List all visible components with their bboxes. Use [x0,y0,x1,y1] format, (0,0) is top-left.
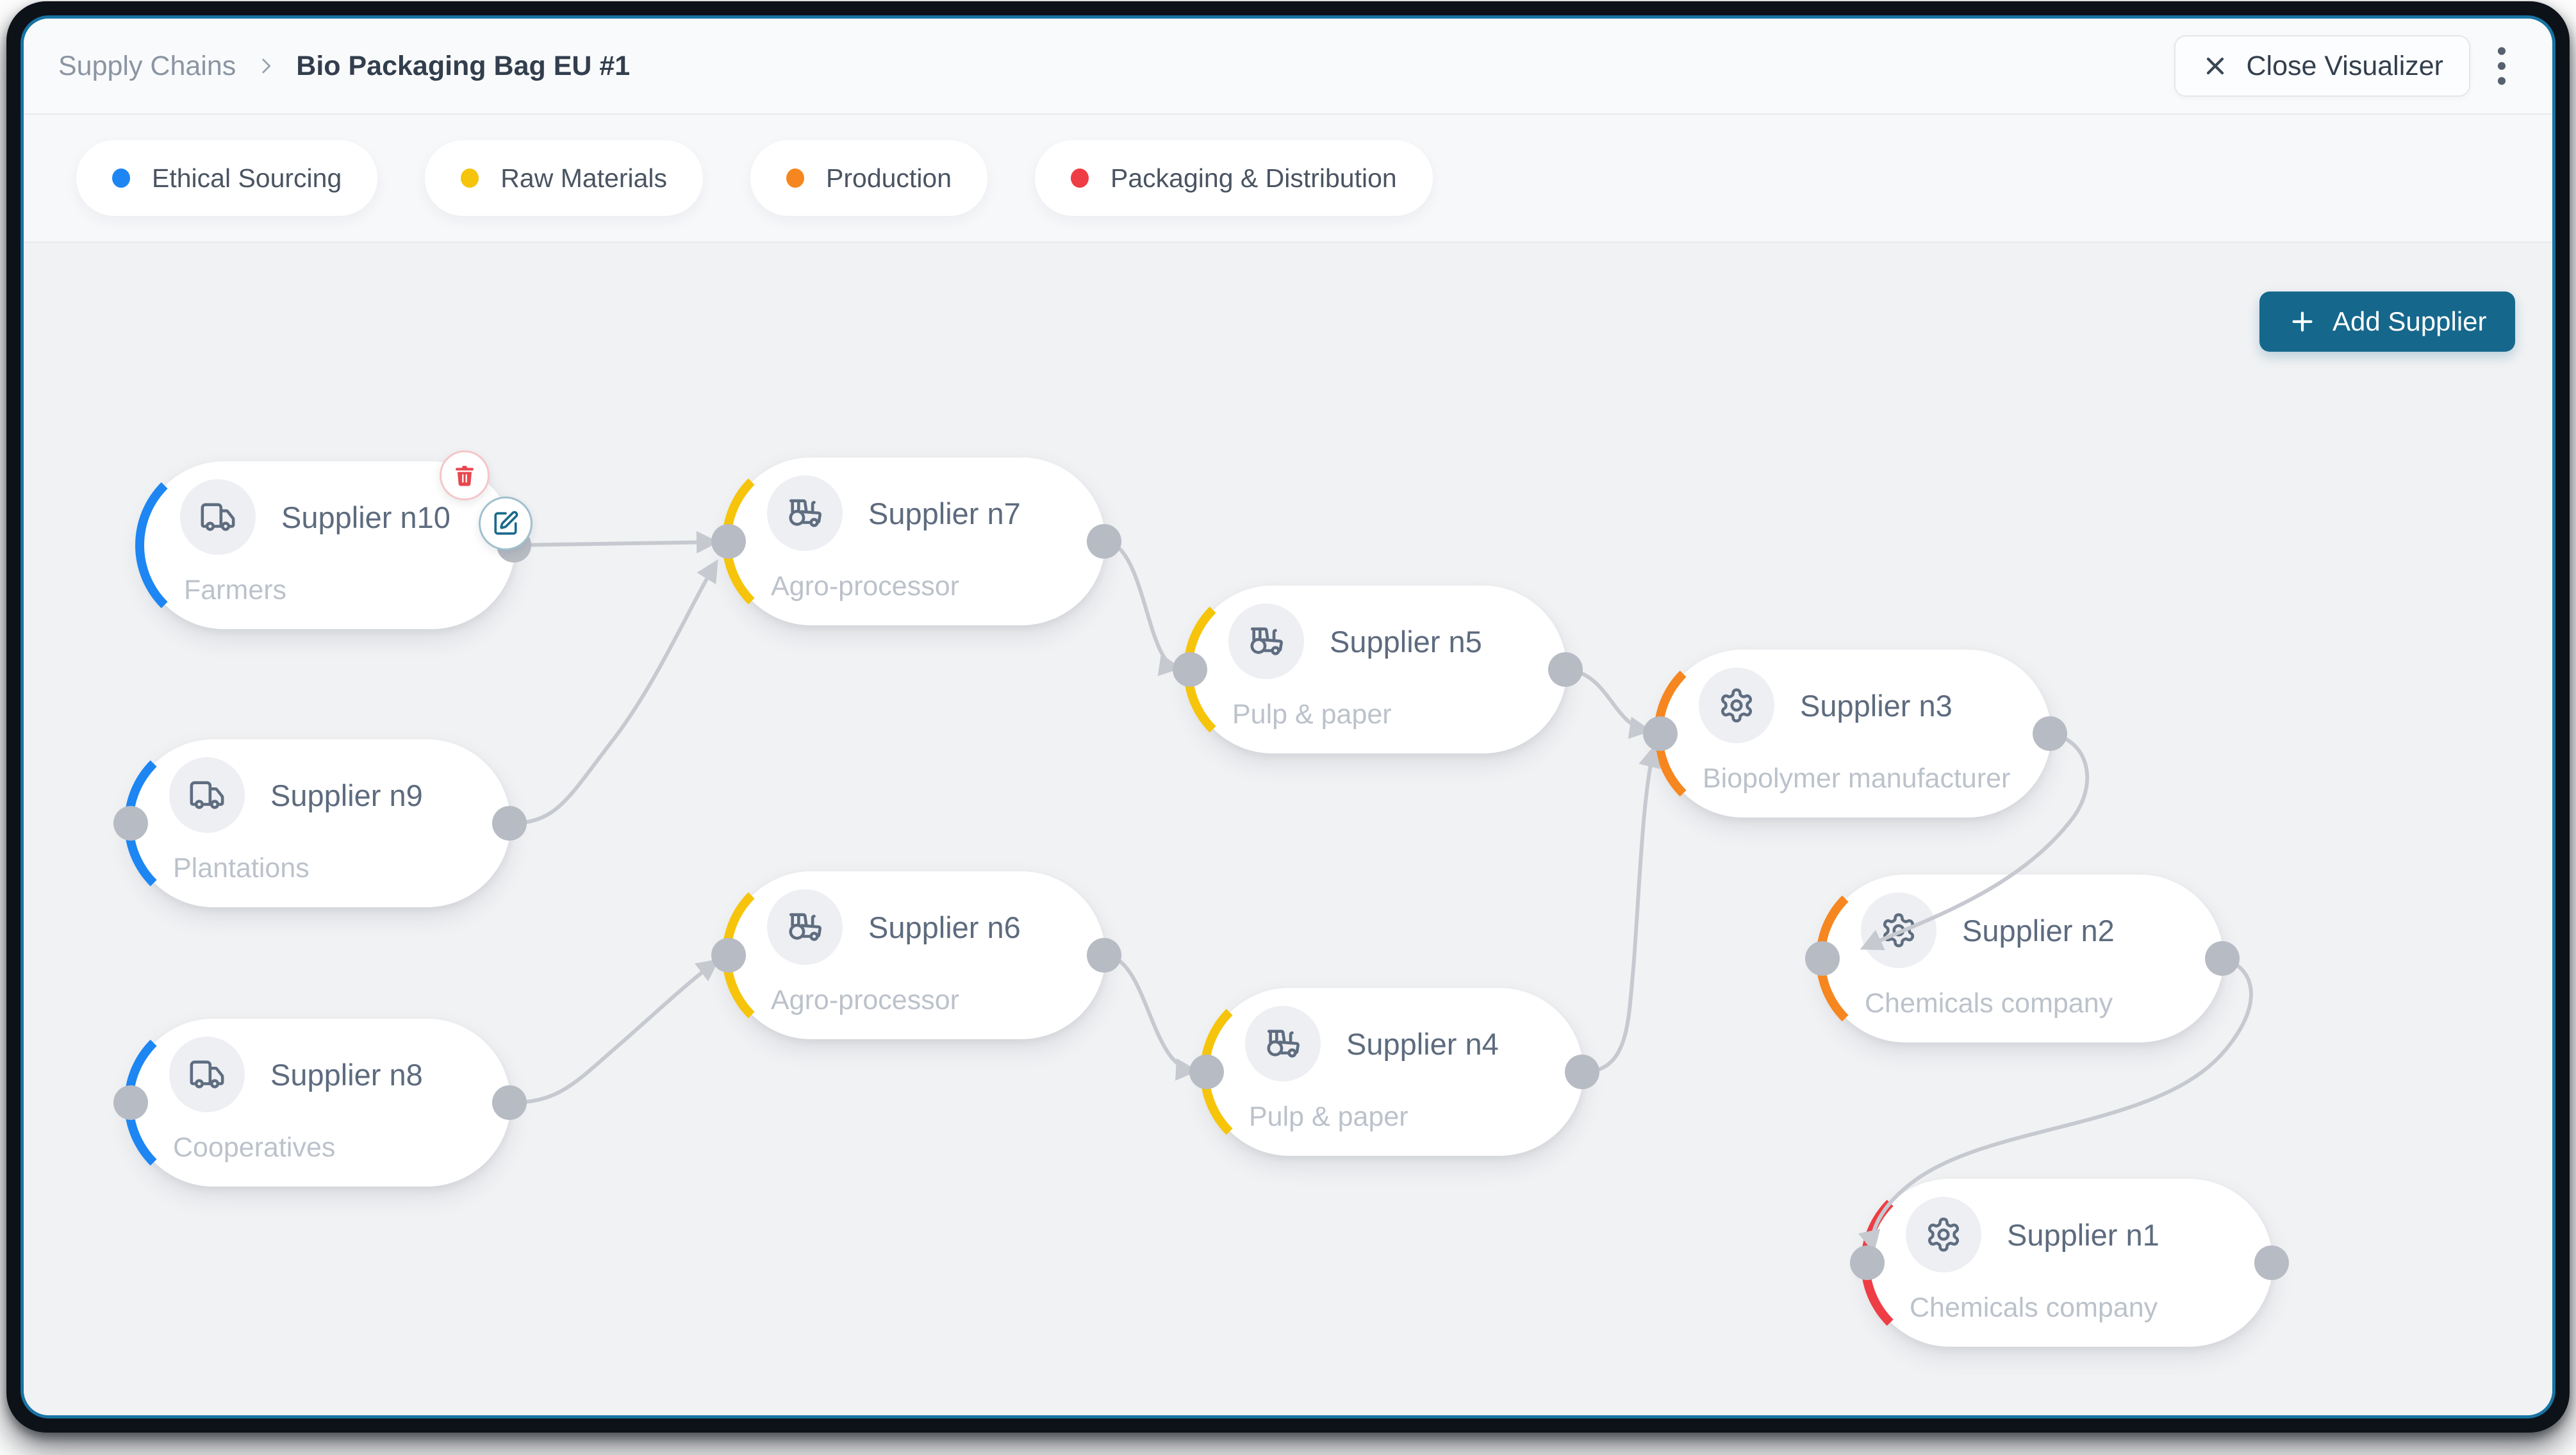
supplier-type: Pulp & paper [1249,1101,1408,1132]
supplier-type: Pulp & paper [1232,699,1392,730]
edge-n10-to-n7 [513,530,719,554]
delete-supplier-button[interactable] [440,450,490,500]
close-icon [2201,52,2229,80]
supplier-name: Supplier n1 [2007,1217,2159,1252]
add-supplier-button[interactable]: Add Supplier [2259,292,2515,352]
port-right-n7[interactable] [1087,524,1121,559]
supplier-node-n7[interactable]: Supplier n7 Agro-processor [722,452,1105,630]
plus-icon [2288,307,2317,336]
supplier-node-n2[interactable]: Supplier n2 Chemicals company [1816,869,2224,1048]
truck-icon [169,757,245,833]
visualizer-panel: Supply Chains Bio Packaging Bag EU #1 Cl… [21,15,2555,1418]
port-left-n3[interactable] [1643,716,1678,751]
legend-dot-raw-materials [461,169,479,188]
supplier-name: Supplier n10 [281,500,450,534]
port-right-n8[interactable] [492,1085,527,1120]
breadcrumb-current-page: Bio Packaging Bag EU #1 [296,50,631,81]
category-legend: Ethical Sourcing Raw Materials Productio… [24,115,2552,243]
edge-n8-to-n6 [509,958,720,1105]
legend-chip-raw-materials: Raw Materials [425,140,704,216]
truck-icon [169,1037,245,1112]
tractor-icon [767,889,843,965]
supplier-node-n3[interactable]: Supplier n3 Biopolymer manufacturer [1654,645,2051,823]
more-options-menu[interactable] [2479,35,2524,97]
supplier-name: Supplier n2 [1962,913,2115,948]
chevron-right-icon [255,55,277,77]
supplier-name: Supplier n3 [1800,688,1953,723]
port-right-n3[interactable] [2033,716,2067,751]
supplier-node-n9[interactable]: Supplier n9 Plantations [124,734,511,912]
header: Supply Chains Bio Packaging Bag EU #1 Cl… [24,19,2552,115]
supplier-type: Farmers [184,575,287,605]
supplier-type: Cooperatives [173,1132,336,1163]
supplier-node-n5[interactable]: Supplier n5 Pulp & paper [1184,580,1567,759]
legend-chip-ethical-sourcing: Ethical Sourcing [76,140,378,216]
tractor-icon [1245,1006,1321,1081]
port-left-n9[interactable] [113,806,148,841]
supplier-node-n6[interactable]: Supplier n6 Agro-processor [722,866,1105,1044]
supplier-node-n8[interactable]: Supplier n8 Cooperatives [124,1014,511,1192]
supplier-name: Supplier n5 [1330,624,1482,659]
supplier-name: Supplier n8 [270,1057,423,1092]
trash-icon [452,463,477,488]
port-left-n5[interactable] [1173,652,1207,687]
legend-chip-production: Production [750,140,988,216]
edge-n7-to-n5 [1103,539,1182,677]
supplier-type: Agro-processor [771,985,959,1015]
supplier-type: Chemicals company [1865,988,2113,1019]
legend-chip-packaging-distribution: Packaging & Distribution [1035,140,1433,216]
port-left-n7[interactable] [711,524,746,559]
truck-icon [180,479,256,555]
gear-icon [1861,892,1936,968]
breadcrumb: Supply Chains Bio Packaging Bag EU #1 [58,51,2174,82]
edit-supplier-button[interactable] [479,497,533,550]
port-right-n5[interactable] [1548,652,1583,687]
port-right-n1[interactable] [2254,1245,2289,1280]
port-right-n2[interactable] [2205,941,2240,976]
edge-n4-to-n3 [1581,744,1661,1074]
tractor-icon [767,475,843,551]
port-right-n9[interactable] [492,806,527,841]
supplier-name: Supplier n6 [868,910,1021,944]
breadcrumb-supply-chains[interactable]: Supply Chains [58,50,236,81]
tractor-icon [1228,604,1304,679]
legend-dot-ethical-sourcing [112,169,130,188]
edge-n6-to-n4 [1103,953,1198,1081]
supplier-node-n1[interactable]: Supplier n1 Chemicals company [1861,1174,2273,1352]
supplier-name: Supplier n4 [1346,1026,1499,1061]
gear-icon [1699,668,1774,743]
port-left-n8[interactable] [113,1085,148,1120]
port-left-n1[interactable] [1850,1245,1885,1280]
port-right-n4[interactable] [1565,1055,1599,1089]
legend-dot-production [786,169,805,188]
supplier-type: Biopolymer manufacturer [1703,763,2011,794]
supplier-node-n4[interactable]: Supplier n4 Pulp & paper [1200,983,1583,1161]
close-visualizer-button[interactable]: Close Visualizer [2174,35,2470,97]
pen-square-icon [492,510,519,537]
close-visualizer-label: Close Visualizer [2246,50,2443,81]
kebab-menu-icon [2497,45,2506,87]
port-left-n2[interactable] [1805,941,1840,976]
supplier-name: Supplier n9 [270,778,423,812]
supplier-type: Plantations [173,853,310,884]
supplier-name: Supplier n7 [868,496,1021,530]
port-right-n6[interactable] [1087,938,1121,973]
legend-dot-packaging-distribution [1071,169,1089,188]
edge-n9-to-n7 [509,559,718,825]
supplier-type: Chemicals company [1910,1292,2158,1323]
gear-icon [1906,1197,1981,1272]
port-left-n4[interactable] [1189,1055,1224,1089]
port-left-n6[interactable] [711,938,746,973]
app-window: Supply Chains Bio Packaging Bag EU #1 Cl… [6,1,2570,1433]
supplier-type: Agro-processor [771,571,959,602]
